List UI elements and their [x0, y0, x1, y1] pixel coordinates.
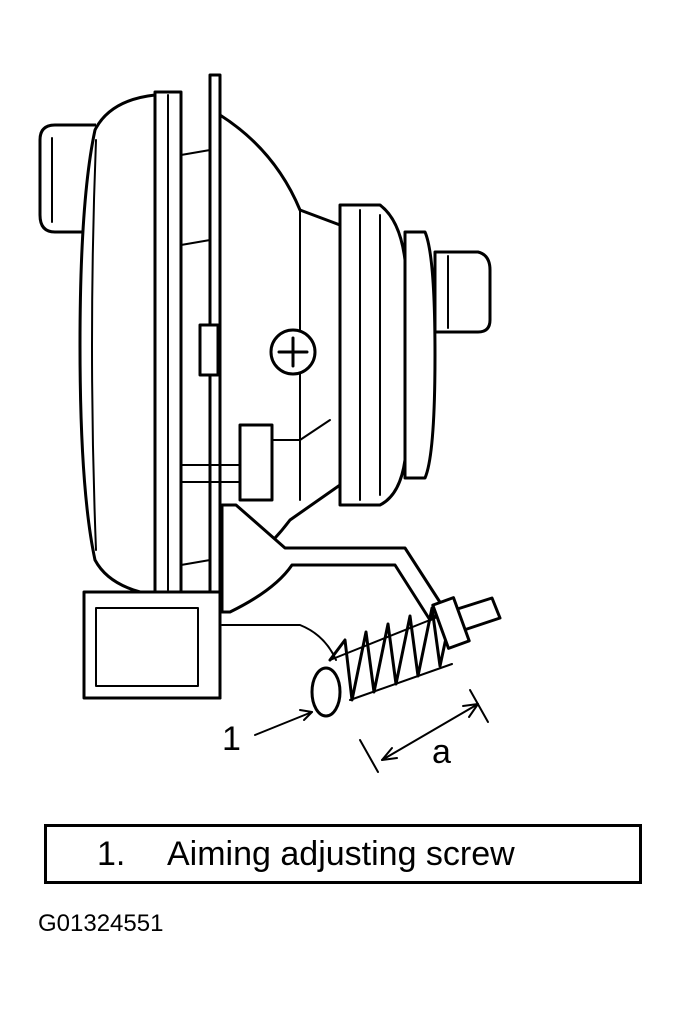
connector-cap [433, 250, 492, 334]
lower-bracket [82, 590, 222, 700]
legend-box: 1. Aiming adjusting screw [44, 824, 642, 884]
callout-label-1: 1 [222, 720, 241, 758]
lens-housing [78, 93, 157, 597]
lower-retainer [238, 423, 274, 502]
headlight-assembly-diagram [38, 73, 502, 773]
spring [328, 606, 454, 702]
boot-ring [403, 230, 437, 480]
dimension-a-marker [359, 689, 489, 773]
dust-boot [338, 203, 407, 507]
legend-number: 1. [97, 834, 126, 873]
dimension-label-a: a [432, 733, 451, 771]
adjuster-arm [220, 503, 447, 622]
adjusting-nut [431, 596, 471, 650]
bracket-clip [198, 323, 220, 377]
legend-label: Aiming adjusting screw [167, 834, 515, 873]
adjusting-screw-head [310, 666, 342, 718]
callout-1-leader [254, 711, 313, 736]
housing-rear-cap [38, 123, 96, 234]
figure-code: G01324551 [38, 910, 164, 937]
